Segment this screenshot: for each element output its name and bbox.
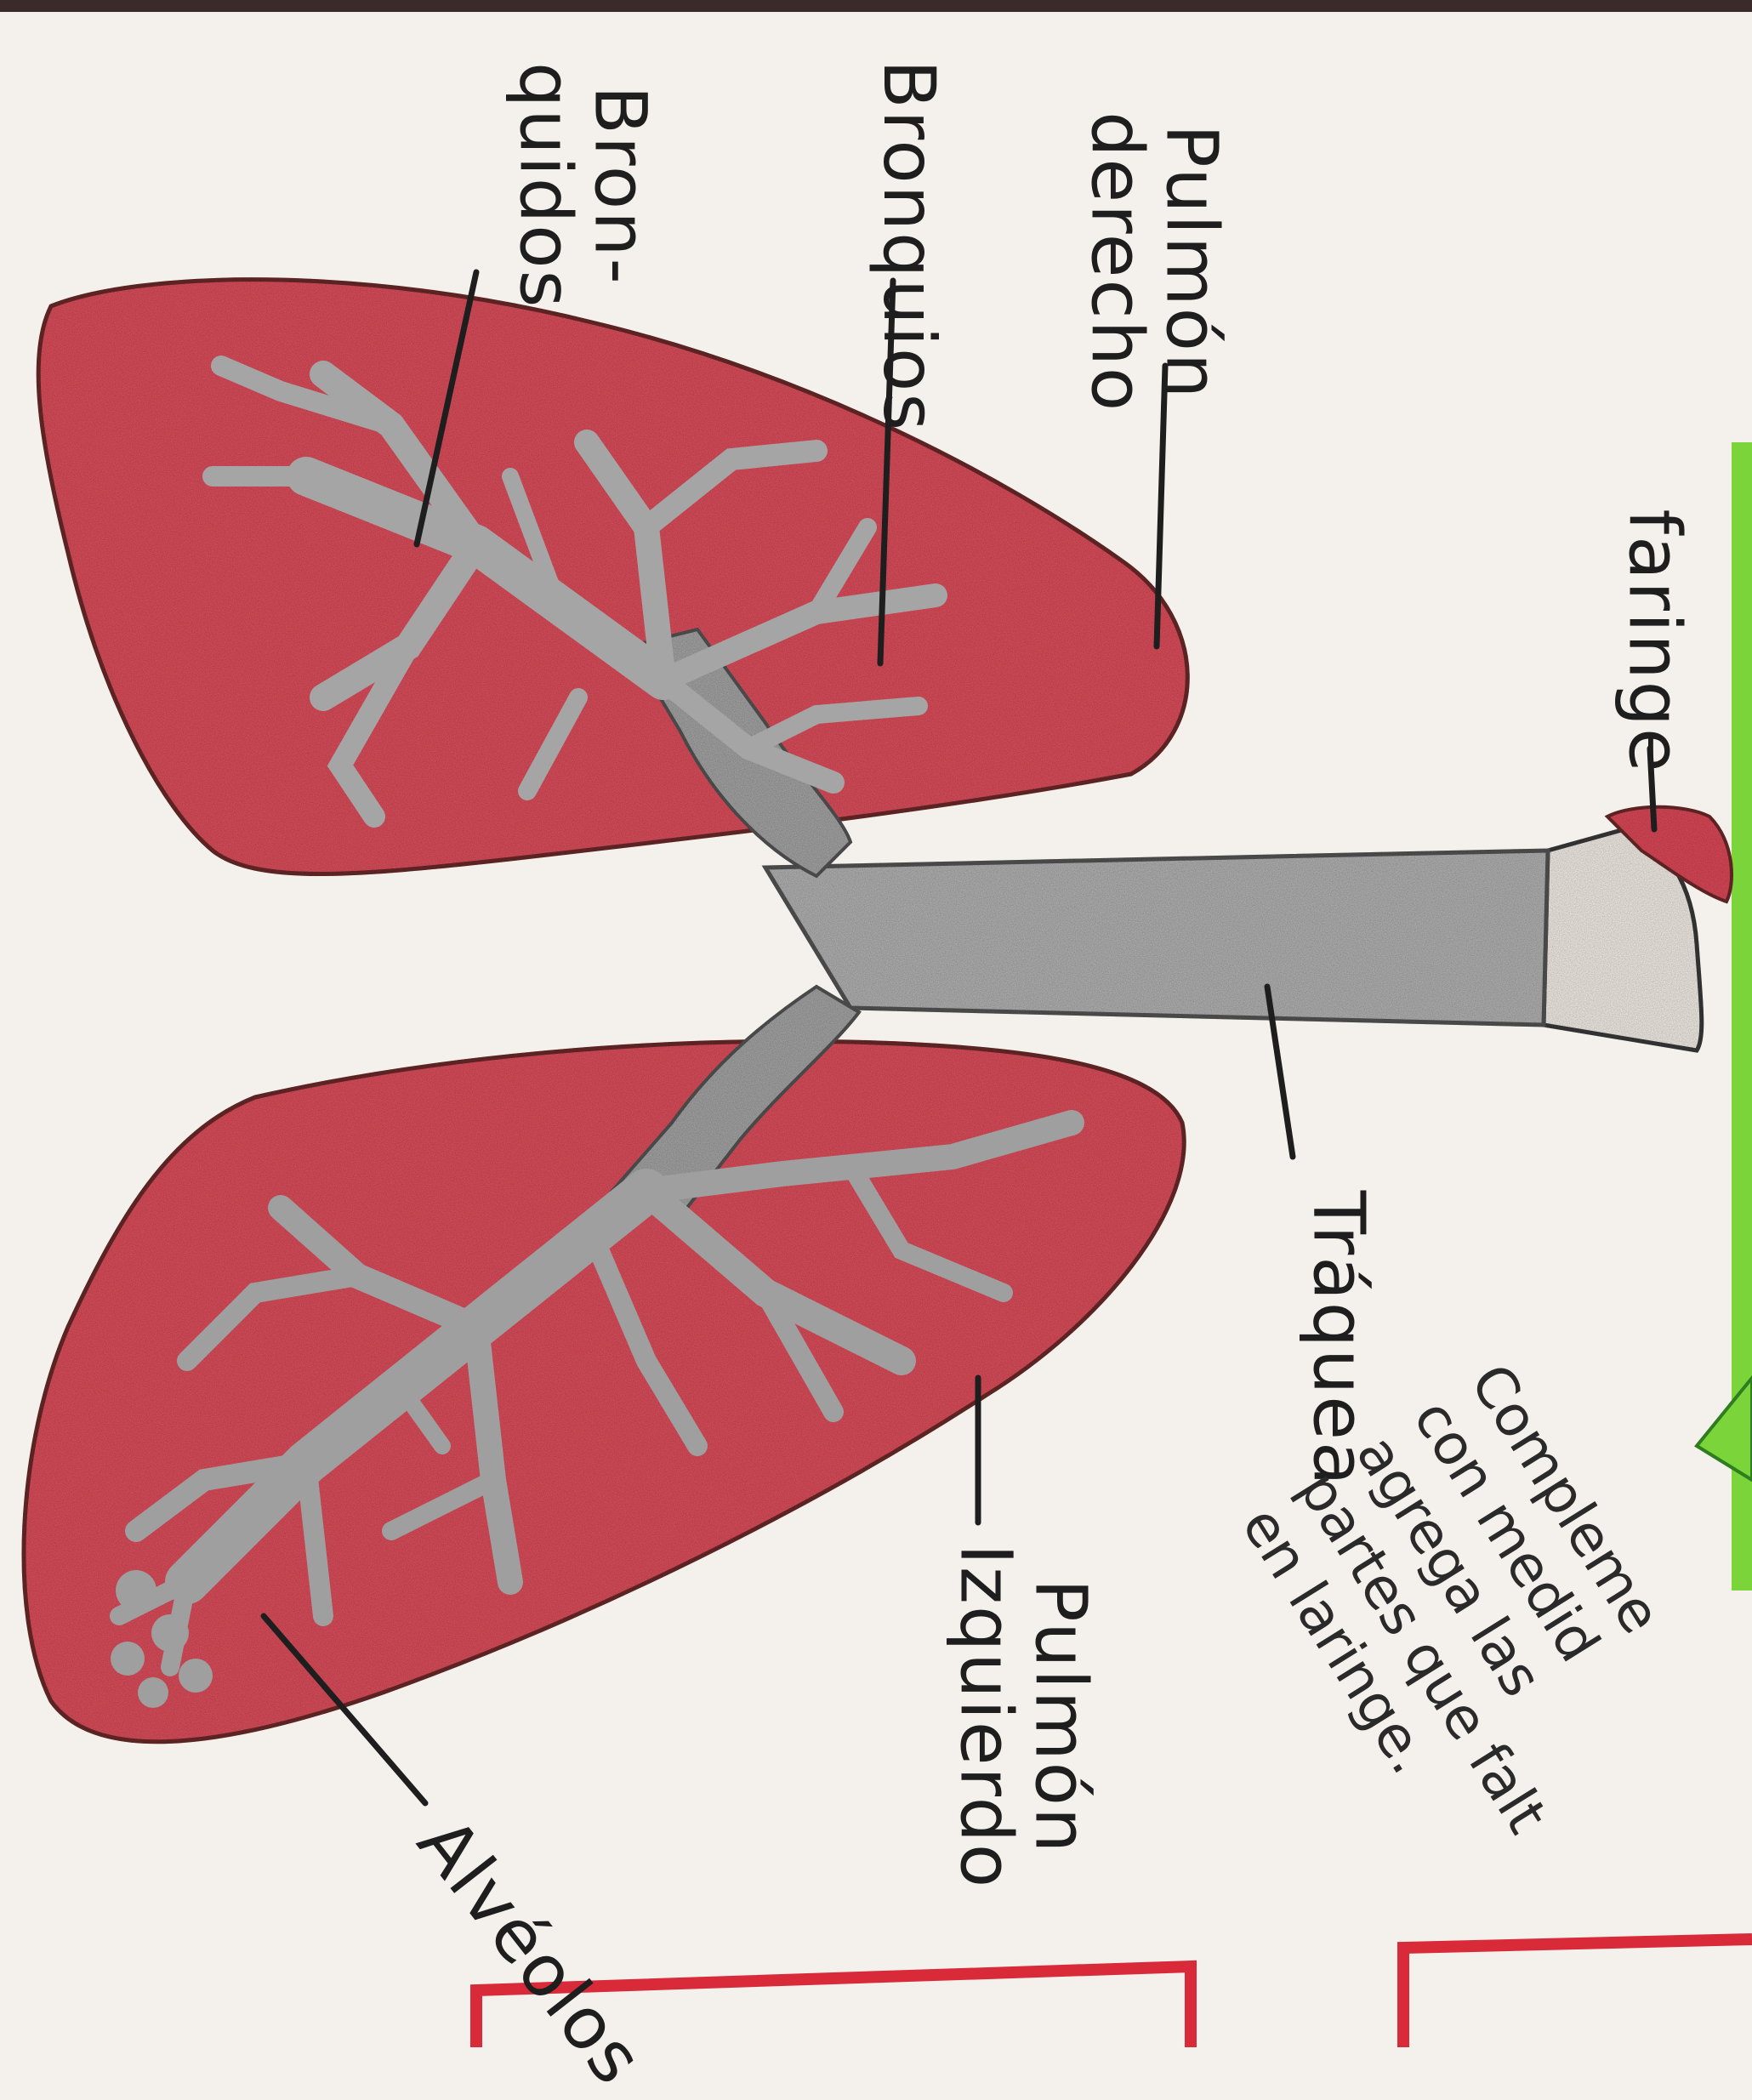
label-bronquiolos: Bron- quidos (508, 62, 657, 309)
right-lung (38, 280, 1187, 874)
green-tab (1697, 1378, 1752, 1480)
red-box-right (1403, 1939, 1752, 2047)
trachea (765, 851, 1548, 1025)
label-traquea: Tráquea (1301, 1191, 1376, 1488)
label-pulmon-derecho: Pulmón derecho (1079, 111, 1229, 413)
label-faringe: faringe (1617, 509, 1692, 774)
label-pulmon-izquierdo: Pulmón Izquierdo (948, 1544, 1098, 1889)
label-bronquios: Bronquios (872, 60, 947, 432)
